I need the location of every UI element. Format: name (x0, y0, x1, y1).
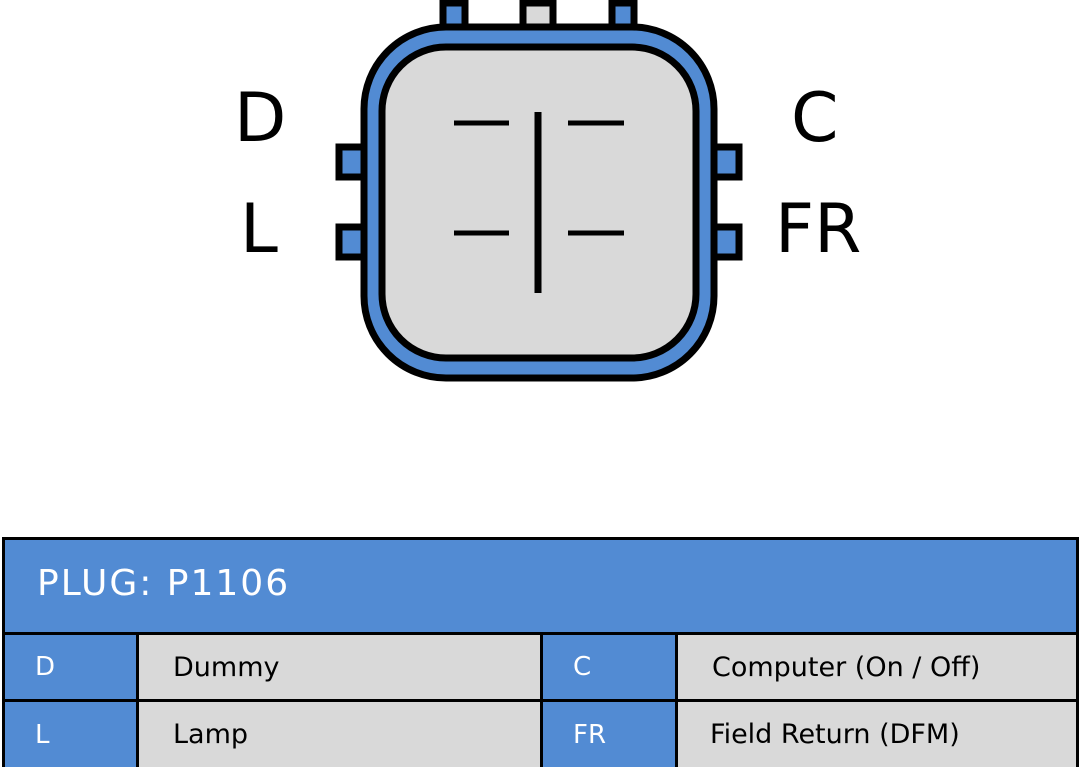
pinout-table: PLUG: P1106 D Dummy C Computer (On / Off… (2, 537, 1079, 767)
pin-description-cell: Dummy (139, 635, 540, 699)
pin-label-d: D (234, 79, 287, 158)
table-header: PLUG: P1106 (5, 540, 1076, 632)
pin-description-cell: Lamp (139, 702, 540, 767)
pin-code-cell: D (5, 635, 136, 699)
connector-plug-icon (335, 0, 743, 382)
pin-label-fr: FR (775, 190, 862, 269)
pin-code-cell: FR (543, 702, 675, 767)
pin-code-cell: C (543, 635, 675, 699)
pin-label-l: L (240, 190, 278, 269)
pin-label-c: C (791, 79, 839, 158)
pin-code-cell: L (5, 702, 136, 767)
connector-diagram: D L C FR (234, 0, 862, 382)
plug-title: PLUG: P1106 (37, 563, 291, 604)
pin-description-cell: Field Return (DFM) (678, 702, 1076, 767)
pin-description-cell: Computer (On / Off) (678, 635, 1076, 699)
